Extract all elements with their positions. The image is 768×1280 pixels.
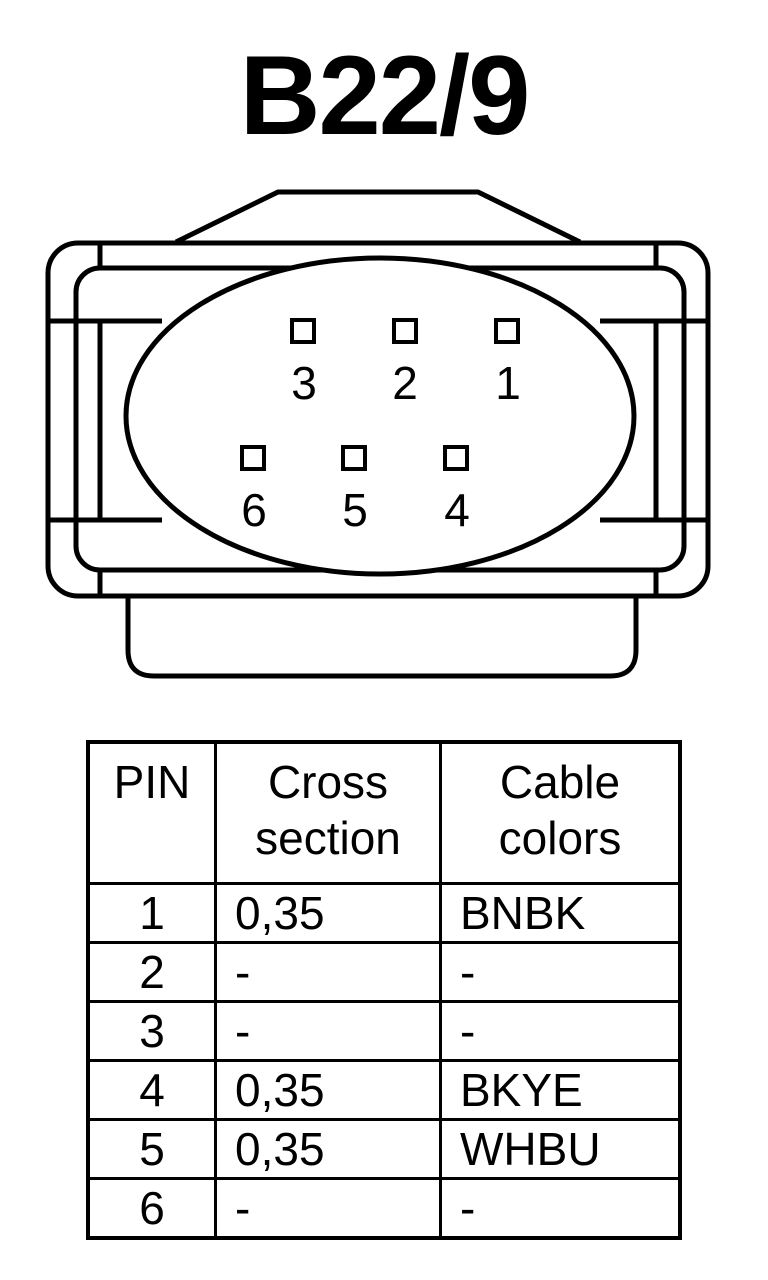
cell-pin: 6 xyxy=(86,1177,217,1240)
table-row: 1 0,35 BNBK xyxy=(86,882,682,944)
pin-label-5: 5 xyxy=(342,484,368,536)
table-row: 4 0,35 BKYE xyxy=(86,1059,682,1121)
header-pin: PIN xyxy=(86,740,217,885)
pin-4-socket xyxy=(443,445,469,471)
cell-cable-colors: BNBK xyxy=(439,882,682,944)
cell-cable-colors: BKYE xyxy=(439,1059,682,1121)
pin-3-socket xyxy=(290,318,316,344)
pin-label-4: 4 xyxy=(444,484,470,536)
cell-cable-colors: - xyxy=(439,1177,682,1240)
pin-insert-oval xyxy=(123,255,637,577)
table-row: 3 - - xyxy=(86,1000,682,1062)
pin-assignment-table: PIN Cross section Cable colors 1 0,35 BN… xyxy=(86,740,682,1240)
cell-cross-section: - xyxy=(214,1000,442,1062)
cell-cross-section: - xyxy=(214,941,442,1003)
cell-cable-colors: - xyxy=(439,941,682,1003)
connector-title: B22/9 xyxy=(239,33,531,158)
cell-cross-section: 0,35 xyxy=(214,1059,442,1121)
header-cross-section: Cross section xyxy=(214,740,442,885)
pin-5-socket xyxy=(341,445,367,471)
table-row: 2 - - xyxy=(86,941,682,1003)
pin-label-6: 6 xyxy=(241,484,267,536)
cell-cable-colors: WHBU xyxy=(439,1118,682,1180)
connector-outer-housing xyxy=(45,240,711,599)
table-header-row: PIN Cross section Cable colors xyxy=(86,740,682,885)
pin-1-socket xyxy=(494,318,520,344)
cell-cross-section: 0,35 xyxy=(214,882,442,944)
table-row: 5 0,35 WHBU xyxy=(86,1118,682,1180)
cell-pin: 4 xyxy=(86,1059,217,1121)
pin-label-1: 1 xyxy=(495,357,521,409)
connector-diagram: 3 2 1 6 5 4 xyxy=(45,189,711,679)
cell-cable-colors: - xyxy=(439,1000,682,1062)
pin-6-socket xyxy=(240,445,266,471)
pin-2-socket xyxy=(392,318,418,344)
cell-pin: 2 xyxy=(86,941,217,1003)
cell-cross-section: 0,35 xyxy=(214,1118,442,1180)
connector-top-tab xyxy=(174,189,582,245)
cell-cross-section: - xyxy=(214,1177,442,1240)
pin-label-2: 2 xyxy=(392,357,418,409)
cell-pin: 5 xyxy=(86,1118,217,1180)
cell-pin: 1 xyxy=(86,882,217,944)
cell-pin: 3 xyxy=(86,1000,217,1062)
header-cable-colors: Cable colors xyxy=(439,740,682,885)
connector-bottom-latch xyxy=(125,598,639,679)
pin-label-3: 3 xyxy=(291,357,317,409)
table-row: 6 - - xyxy=(86,1177,682,1240)
